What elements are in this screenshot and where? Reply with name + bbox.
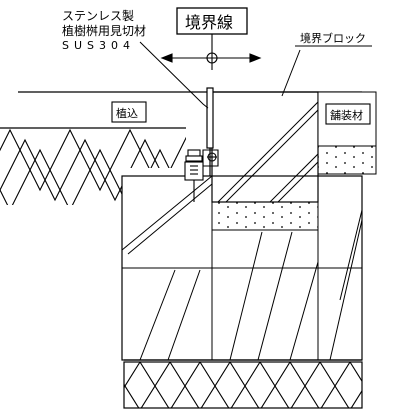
paving-label: 舗装材	[330, 108, 363, 122]
concrete-layer-right	[317, 145, 377, 175]
concrete-layer-center	[211, 201, 319, 231]
boundary-marker	[160, 7, 262, 70]
material-label-line2: 植樹桝用見切材	[62, 23, 146, 38]
paving-label-box	[325, 103, 371, 125]
planting-label: 植込	[116, 106, 138, 120]
boundary-block-label: 境界ブロック	[300, 31, 366, 45]
foundation	[121, 92, 363, 361]
anchor-bolt	[184, 149, 217, 202]
material-label-line3: SUS304	[62, 39, 135, 52]
material-label-line1: ステンレス製	[62, 9, 134, 23]
material-leader	[139, 41, 209, 109]
boundary-line-label: 境界線	[185, 13, 233, 32]
planting-label-box	[111, 101, 147, 123]
block-leader	[281, 49, 301, 97]
edging-plate	[202, 87, 219, 176]
base-gravel	[123, 361, 363, 409]
soil-hatch	[0, 128, 186, 205]
